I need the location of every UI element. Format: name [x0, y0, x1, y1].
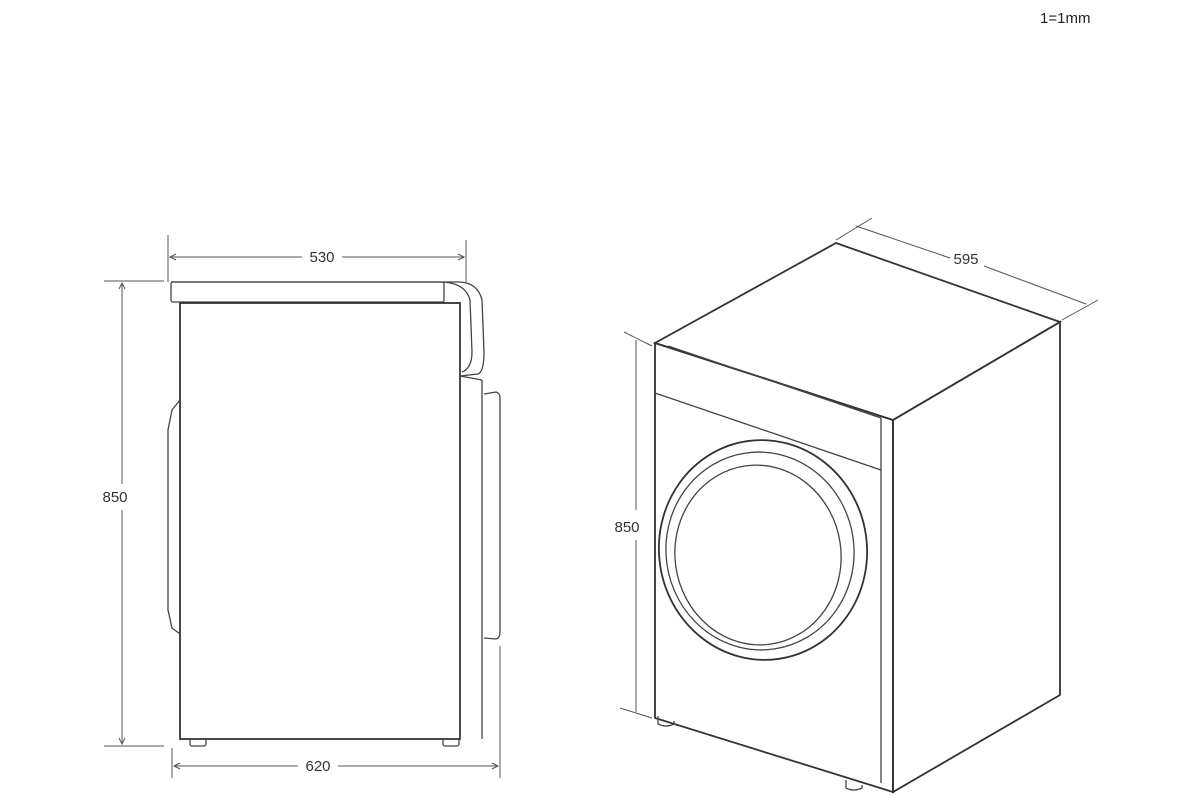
- arrow: [168, 253, 177, 261]
- arrow: [118, 281, 126, 290]
- side-view: 530 850 620: [102, 235, 501, 778]
- top-panel: [170, 281, 445, 303]
- iso-view: 595 850: [614, 217, 1099, 794]
- door-glass: [674, 464, 842, 646]
- dim-extension-top: [623, 331, 653, 347]
- arrow: [457, 253, 466, 261]
- foot: [442, 738, 460, 747]
- arrow: [172, 762, 181, 770]
- side-face: [892, 320, 1061, 794]
- door-ring-inner: [665, 451, 855, 651]
- cabinet-side: [179, 302, 461, 740]
- door-profile: [483, 391, 501, 640]
- side-depth-top-label: 530: [309, 249, 334, 266]
- side-depth-bottom-label: 620: [305, 758, 330, 775]
- foot: [189, 738, 207, 747]
- arrow: [118, 737, 126, 746]
- door-ring: [657, 439, 869, 661]
- side-height-label: 850: [102, 489, 127, 506]
- dim-extension-back: [835, 217, 873, 241]
- foot: [657, 716, 675, 727]
- foot: [845, 780, 863, 791]
- top-panel-edge: [171, 281, 485, 377]
- iso-width-label: 595: [953, 251, 978, 268]
- dim-extension-front: [1061, 299, 1099, 321]
- back-bump: [167, 399, 181, 635]
- top-panel-curve: [443, 281, 473, 373]
- dim-line-width-left: [855, 225, 951, 259]
- dim-line-width-right: [983, 265, 1087, 305]
- control-panel-line: [654, 392, 882, 471]
- arrow: [491, 762, 500, 770]
- top-face: [652, 242, 1063, 421]
- front-panel-top: [459, 375, 483, 381]
- dim-extension-bottom: [619, 707, 653, 719]
- scale-note: 1=1mm: [1040, 10, 1091, 27]
- iso-height-label: 850: [614, 519, 639, 536]
- control-panel-top-inner: [667, 345, 882, 419]
